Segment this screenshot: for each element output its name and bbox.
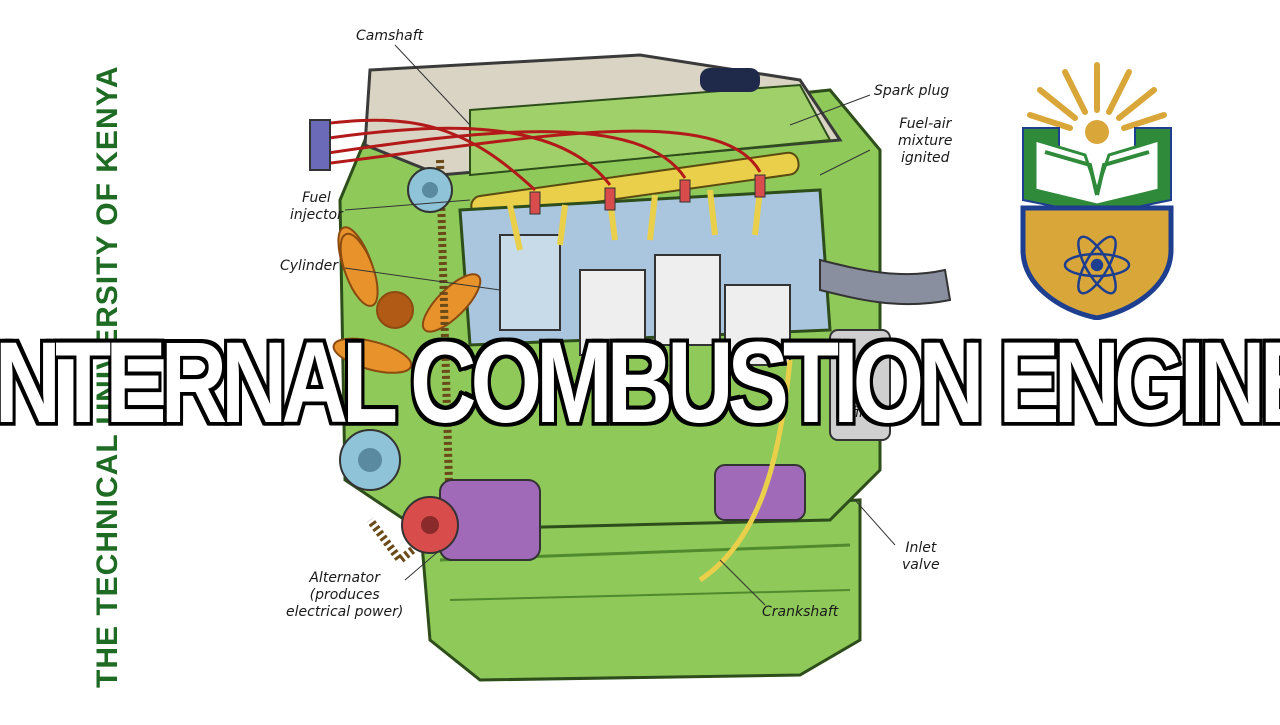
- university-logo: [1020, 62, 1174, 320]
- label-fuel-air-mixture: Fuel-air mixture ignited: [898, 116, 953, 166]
- label-inlet-valve: Inlet valve: [902, 540, 940, 573]
- label-spark-plug: Spark plug: [874, 83, 950, 99]
- label-alternator: Alternator (produces electrical power): [286, 570, 404, 620]
- atom-icon: [1063, 235, 1131, 295]
- label-camshaft: Camshaft: [356, 28, 424, 44]
- label-fuel-injector: Fuel injector: [290, 190, 343, 223]
- slide-title: INTERNAL COMBUSTION ENGINE: [0, 315, 1280, 450]
- label-oil-filter: Oil filter: [850, 388, 883, 421]
- label-crankshaft: Crankshaft: [762, 604, 839, 620]
- label-cylinder: Cylinder: [280, 258, 338, 274]
- sun-rays-icon: [1027, 62, 1167, 131]
